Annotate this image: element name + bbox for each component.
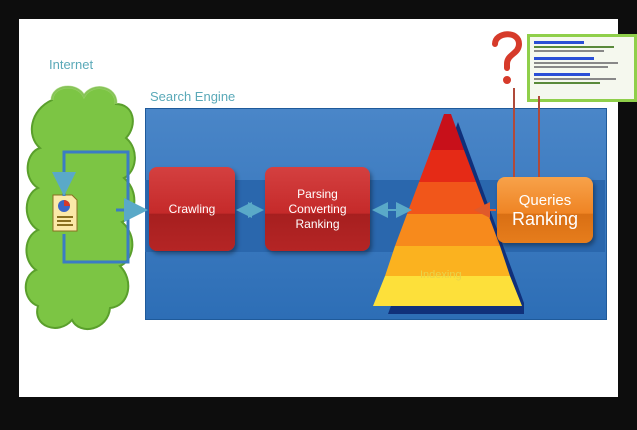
ranking-label: Ranking: [511, 209, 579, 229]
internet-cloud: [24, 85, 136, 330]
document-icon: [52, 194, 78, 232]
pyramid-layer-2: [419, 150, 476, 182]
queries-box: Queries Ranking: [497, 177, 593, 243]
pyramid-layer-1: [431, 114, 464, 150]
indexing-pyramid: [373, 114, 524, 314]
pyramid-layer-5: [385, 246, 510, 276]
internet-label: Internet: [49, 57, 94, 72]
search-results-lines: [534, 41, 618, 84]
indexing-label: Indexing: [420, 269, 462, 281]
pyramid-layer-4: [395, 214, 500, 246]
crawling-label: Crawling: [168, 202, 216, 216]
parsing-line-3: Ranking: [295, 216, 340, 231]
crawling-box: Crawling: [149, 167, 235, 251]
question-mark-icon: [490, 29, 525, 86]
queries-label: Queries: [518, 192, 572, 209]
search-engine-label: Search Engine: [150, 89, 236, 104]
search-results-card: [527, 34, 637, 102]
parsing-box: Parsing Converting Ranking: [265, 167, 370, 251]
parsing-line-2: Converting: [288, 201, 347, 216]
pyramid-layer-6: [373, 276, 522, 306]
pyramid-layer-3: [407, 182, 488, 214]
parsing-line-1: Parsing: [297, 186, 338, 201]
